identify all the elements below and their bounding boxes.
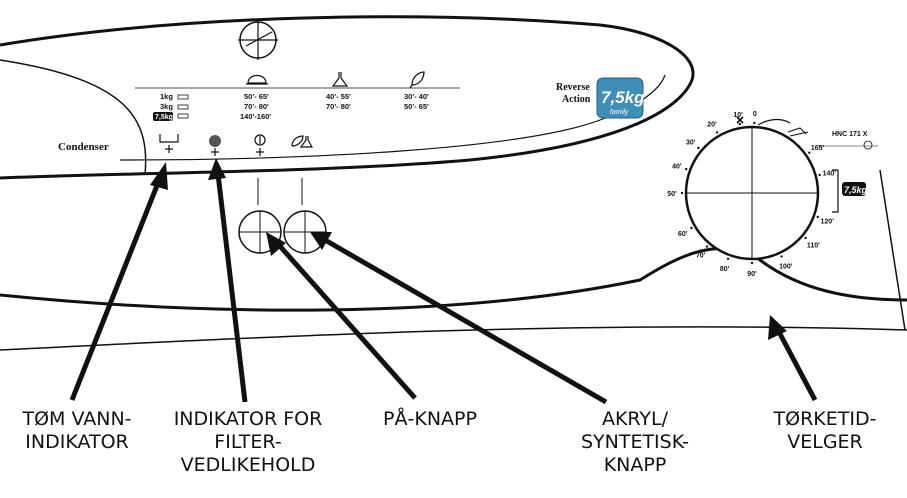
- arrow-acrylic: [323, 237, 608, 405]
- dial-tick-label: 80': [720, 266, 730, 273]
- label-on-button: PÅ-KNAPP: [383, 408, 477, 430]
- panel-inner-curve: [0, 59, 147, 176]
- reverse-action-logo: Reverse Action: [556, 82, 591, 105]
- dial-tick-mark: [816, 215, 819, 219]
- svg-text:family: family: [610, 109, 629, 116]
- arrow-head-empty-water: [150, 162, 168, 190]
- cross-icon: [736, 116, 744, 124]
- load-row-2: 3kg: [160, 102, 173, 111]
- hanger-icon: [787, 127, 809, 137]
- filter-led-icon: [209, 135, 221, 156]
- arrow-filter: [215, 173, 248, 403]
- dial-tick-mark: [780, 255, 783, 258]
- label-empty-water-indicator: TØM VANN- INDIKATOR: [22, 408, 132, 453]
- arrow-empty-water: [69, 177, 163, 401]
- reverse-action-line-2: Action: [562, 94, 591, 105]
- dial-tick-label: 110': [807, 242, 820, 249]
- svg-text:7,5kg: 7,5kg: [601, 88, 645, 107]
- arrow-head-on-button: [266, 232, 286, 256]
- cotton-time-1: 50'- 65': [244, 92, 269, 101]
- dial-tick-label: 165': [811, 145, 825, 152]
- dial-tick-mark: [685, 167, 688, 171]
- label-drying-time-selector: TØRKETID- VELGER: [773, 408, 877, 453]
- delicate-time-1: 30'- 40': [404, 92, 429, 101]
- dial-capacity-badge: 7,5kg: [842, 182, 868, 196]
- dial-tick-mark: [753, 121, 756, 125]
- dial-range-bracket: [832, 169, 839, 213]
- panel-lower-curve: [119, 74, 666, 161]
- dial-tick-label: 100': [779, 264, 793, 271]
- dial-tick-mark: [808, 151, 811, 154]
- panel-base-line: [0, 247, 907, 312]
- acrylic-icon: [291, 135, 314, 148]
- dial-tick-mark: [738, 122, 741, 126]
- dial-tick-label: 0: [753, 111, 757, 118]
- dial-tick-label: 90': [747, 271, 757, 278]
- dial-tick-label: 30': [686, 140, 696, 147]
- synthetic-time-1: 40'- 55': [326, 92, 351, 101]
- dial-tick-mark: [697, 146, 700, 150]
- callout-arrows: [69, 158, 818, 405]
- dial-tick-label: 140': [823, 170, 837, 177]
- arrow-timer: [775, 328, 818, 402]
- dial-tick-label: 60': [678, 231, 688, 238]
- dial-tick-label: 50': [667, 191, 677, 198]
- synthetic-time-2: 70'- 80': [326, 102, 351, 111]
- dial-range-mark: [757, 118, 791, 126]
- load-row-3-badge: [153, 112, 173, 121]
- dial-tick-label: 120': [821, 218, 835, 225]
- delicate-time-2: 50'- 65': [404, 102, 429, 111]
- dial-tick-mark: [680, 191, 684, 195]
- cotton-icon: [246, 74, 268, 85]
- capacity-badge: 7,5kg family: [596, 77, 645, 119]
- dial-tick-mark: [726, 257, 730, 260]
- cotton-time-3: 140'-160': [240, 112, 271, 121]
- panel-right-edge: [879, 169, 906, 331]
- dial-tick-mark: [705, 245, 709, 248]
- dial-tick-mark: [690, 226, 693, 230]
- arrow-head-acrylic: [310, 232, 332, 250]
- load-row-3: 7,5kg: [155, 114, 173, 121]
- reverse-action-line-1: Reverse: [556, 82, 590, 93]
- label-filter-maintenance-indicator: INDIKATOR FOR FILTER- VEDLIKEHOLD: [173, 408, 323, 476]
- flask-icon: [331, 72, 349, 87]
- dial-tick-label: 10': [733, 112, 743, 119]
- condenser-label: Condenser: [58, 141, 109, 153]
- dial-tick-mark: [818, 173, 821, 177]
- label-acrylic-synthetic-button: AKRYL/ SYNTETISK- KNAPP: [580, 408, 690, 476]
- timer-dial: 10' 20' 30' 40' 50' 60' 70' 80' 90' 100' 110' 120' 1…: [667, 111, 867, 278]
- dial-tick-mark: [715, 131, 719, 134]
- power-icon: [254, 134, 266, 156]
- load-row-1: 1kg: [160, 92, 173, 101]
- water-tank-icon: [159, 134, 179, 153]
- dial-tick-label: 20': [707, 122, 717, 129]
- svg-text:7,5kg: 7,5kg: [844, 185, 868, 195]
- svg-text:HNC 171 X: HNC 171 X: [832, 131, 868, 138]
- dial-tick-mark: [804, 236, 807, 240]
- dial-tick-mark: [750, 261, 754, 265]
- dial-tick-label: 70': [696, 252, 706, 259]
- panel-outline-top: [0, 15, 695, 180]
- arrow-head-filter: [208, 158, 226, 180]
- model-label: HNC 171 X: [818, 131, 878, 150]
- dial-tick-label: 40': [672, 164, 682, 171]
- crosshair-icon: [238, 20, 278, 60]
- arrow-head-timer: [768, 315, 787, 340]
- leaf-icon: [409, 71, 425, 89]
- arrow-on-button: [276, 242, 417, 400]
- cotton-time-2: 70'- 80': [244, 102, 269, 111]
